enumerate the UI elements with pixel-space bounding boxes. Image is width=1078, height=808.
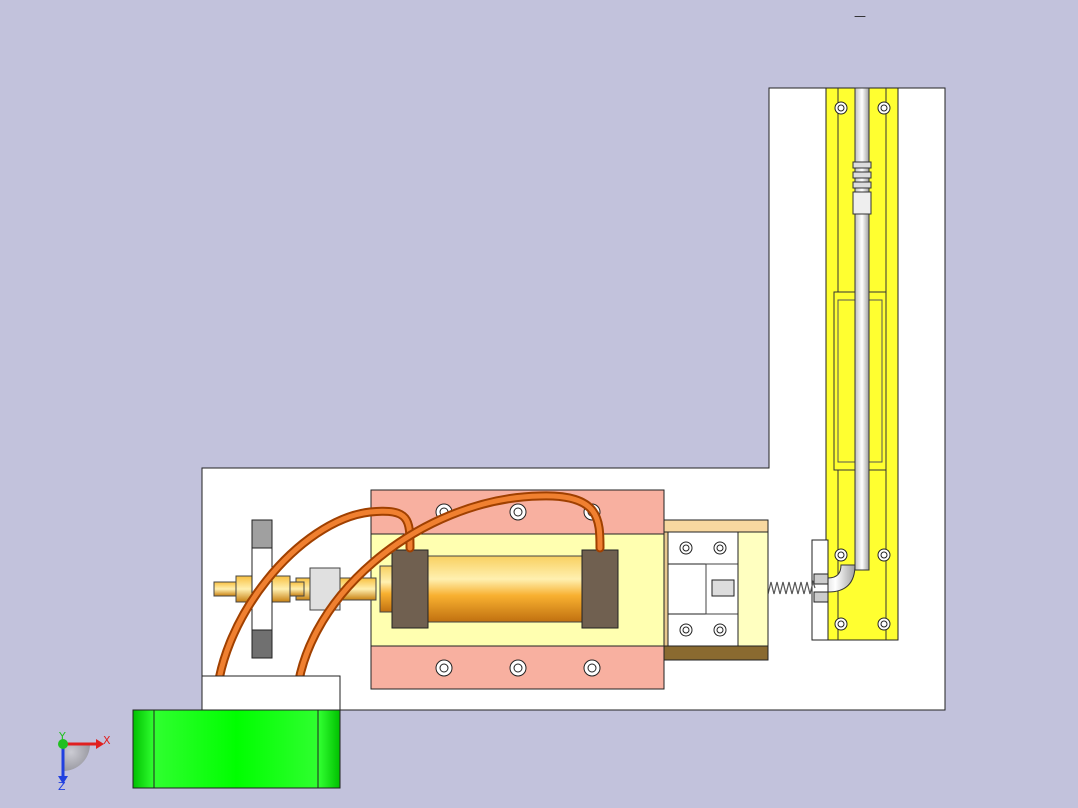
spring-bracket[interactable] bbox=[811, 539, 829, 641]
pneumatic-cylinder[interactable] bbox=[379, 549, 619, 629]
z-axis-label: Z bbox=[58, 780, 66, 793]
screw-icon bbox=[877, 548, 891, 562]
screw-icon bbox=[877, 617, 891, 631]
screw-icon bbox=[509, 659, 527, 677]
screw-icon bbox=[834, 101, 848, 115]
x-axis-label: X bbox=[103, 734, 111, 747]
orientation-triad: X Y Z bbox=[58, 730, 111, 793]
screw-icon bbox=[834, 548, 848, 562]
end-bracket[interactable] bbox=[663, 519, 769, 661]
screw-icon bbox=[435, 659, 453, 677]
screw-icon bbox=[679, 623, 693, 637]
screw-icon bbox=[509, 503, 527, 521]
bottom-clamp-plate[interactable] bbox=[370, 645, 665, 690]
air-hose[interactable] bbox=[211, 491, 605, 715]
screw-icon bbox=[877, 101, 891, 115]
screw-icon bbox=[583, 659, 601, 677]
screw-icon bbox=[713, 623, 727, 637]
minimize-button[interactable]: — bbox=[854, 9, 866, 23]
screw-icon bbox=[834, 617, 848, 631]
rail-screws bbox=[834, 101, 891, 631]
screw-icon bbox=[679, 541, 693, 555]
valve-block[interactable] bbox=[132, 709, 341, 789]
y-axis-label: Y bbox=[58, 730, 66, 743]
vertical-guide-tube[interactable] bbox=[815, 87, 872, 593]
valve-mount bbox=[201, 675, 341, 711]
screw-icon bbox=[713, 541, 727, 555]
